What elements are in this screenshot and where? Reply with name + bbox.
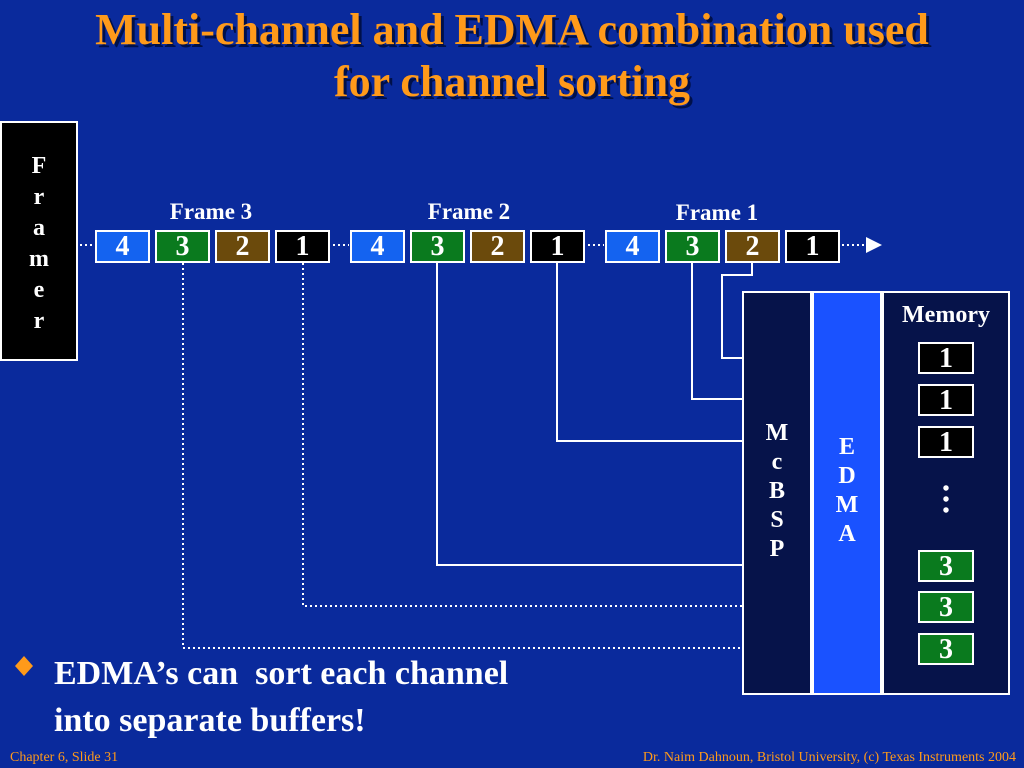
memory-label: Memory [902, 302, 990, 328]
route-frame3-ch1 [302, 263, 742, 607]
mcbsp-letter: M [765, 420, 789, 446]
route-frame2-ch1 [556, 263, 742, 442]
route-frame2-ch3 [436, 263, 742, 566]
bullet-line-1: EDMA’s can sort each channel [54, 655, 509, 692]
mcbsp-block: M c B S P [742, 291, 812, 695]
ellipsis-dot: • [942, 478, 950, 500]
frame-2-slot-3: 3 [410, 230, 465, 263]
framer-letter: e [33, 277, 45, 303]
edma-letter: M [835, 492, 859, 518]
memory-buffer-ch1: 1 [918, 384, 974, 416]
frame-1-slot-3: 3 [665, 230, 720, 263]
memory-buffer-ch3: 3 [918, 550, 974, 582]
frame-1-label: Frame 1 [675, 200, 759, 225]
footer-credits: Dr. Naim Dahnoun, Bristol University, (c… [642, 750, 1016, 765]
mcbsp-letter: S [770, 507, 784, 533]
route-frame1-ch2 [721, 263, 753, 359]
framer-letter: F [31, 153, 47, 179]
memory-buffer-ch3: 3 [918, 633, 974, 665]
mcbsp-letter: B [768, 478, 785, 504]
frame-2-slot-4: 4 [350, 230, 405, 263]
memory-buffer-ch1: 1 [918, 342, 974, 374]
frame-3-label: Frame 3 [169, 199, 253, 224]
memory-buffer-ch1: 1 [918, 426, 974, 458]
frame-2-slot-2: 2 [470, 230, 525, 263]
route-frame1-ch3 [691, 263, 742, 400]
edma-block: E D M A [812, 291, 882, 695]
edma-letter: D [838, 463, 856, 489]
framer-block: F r a m e r [0, 121, 78, 361]
frame-1-slot-2: 2 [725, 230, 780, 263]
frame-1-slot-4: 4 [605, 230, 660, 263]
ellipsis-dot: • [942, 500, 950, 522]
bullet-text: EDMA’s can sort each channel into separa… [54, 650, 654, 744]
title-line-1: Multi-channel and EDMA combination used [95, 5, 929, 54]
framer-letter: a [33, 215, 45, 241]
memory-ellipsis: • • • [930, 478, 962, 522]
slide-title: Multi-channel and EDMA combination used … [0, 4, 1024, 108]
frame-1-slot-1: 1 [785, 230, 840, 263]
diamond-bullet-icon [14, 655, 34, 684]
frame-3-slot-2: 2 [215, 230, 270, 263]
frame-3-slot-3: 3 [155, 230, 210, 263]
framer-letter: r [33, 308, 45, 334]
memory-buffer-ch3: 3 [918, 591, 974, 623]
edma-letter: E [838, 434, 855, 460]
edma-letter: A [838, 521, 856, 547]
ellipsis-dot: • [942, 489, 950, 511]
bullet-line-2: into separate buffers! [54, 702, 366, 739]
frame-3-slot-4: 4 [95, 230, 150, 263]
mcbsp-letter: P [769, 536, 785, 562]
footer-slide-number: Chapter 6, Slide 31 [10, 750, 119, 765]
mcbsp-letter: c [771, 449, 783, 475]
framer-letter: m [29, 246, 49, 272]
frame-2-slot-1: 1 [530, 230, 585, 263]
frame-2-label: Frame 2 [427, 199, 511, 224]
title-line-2: for channel sorting [333, 57, 691, 106]
route-frame3-ch3 [182, 263, 742, 649]
framer-letter: r [33, 184, 45, 210]
frame-3-slot-1: 1 [275, 230, 330, 263]
